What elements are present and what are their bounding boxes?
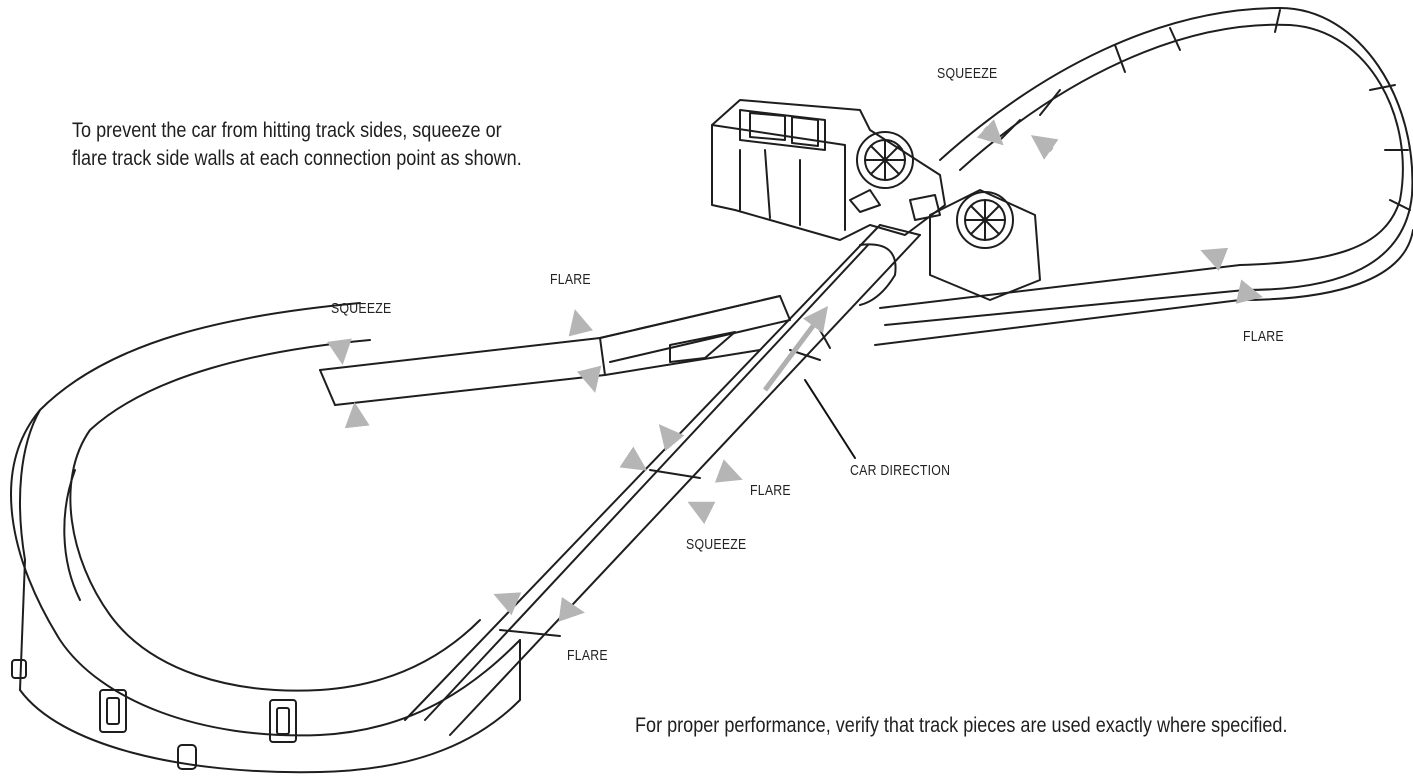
label-flare-upper-left: FLARE: [550, 271, 591, 288]
diagonal-track: [404, 224, 921, 736]
label-flare-bottom: FLARE: [567, 647, 608, 664]
left-loop-track: [10, 302, 521, 774]
arrow-squeeze-mid-1: [619, 446, 648, 471]
arrow-flare-low-2: [558, 596, 585, 622]
car-direction-leader-line: [804, 379, 856, 459]
label-squeeze-top: SQUEEZE: [937, 65, 998, 82]
track-connectors: [11, 659, 297, 770]
left-straight-track: [319, 295, 791, 406]
arrow-car-direction: [763, 306, 828, 392]
connection-arrows: [326, 119, 1263, 622]
arrow-squeeze-top-2: [1030, 135, 1059, 160]
arrow-flare-upper-2: [577, 365, 602, 393]
arrow-squeeze-mid-2: [687, 501, 716, 525]
arrow-flare-right-2: [1235, 279, 1263, 304]
label-car-direction: CAR DIRECTION: [850, 462, 951, 479]
instruction-top-line-2: flare track side walls at each connectio…: [72, 147, 522, 170]
right-loop-track: [874, 7, 1413, 346]
label-squeeze-middle: SQUEEZE: [686, 536, 747, 553]
arrow-flare-upper-1: [568, 309, 593, 337]
arrow-flare-mid-1: [658, 424, 685, 452]
booster-unit: [711, 99, 1041, 306]
arrow-squeeze-left-2: [344, 402, 370, 429]
arrow-squeeze-left-1: [326, 338, 352, 365]
arrow-squeeze-top-1: [976, 119, 1004, 146]
arrow-flare-mid-2: [714, 459, 743, 483]
label-flare-right: FLARE: [1243, 328, 1284, 345]
instruction-bottom: For proper performance, verify that trac…: [635, 714, 1288, 737]
instruction-top-line-1: To prevent the car from hitting track si…: [72, 119, 502, 142]
label-squeeze-left: SQUEEZE: [331, 300, 392, 317]
arrow-flare-right-1: [1200, 247, 1229, 272]
arrow-flare-low-1: [493, 592, 522, 616]
label-flare-middle: FLARE: [750, 482, 791, 499]
